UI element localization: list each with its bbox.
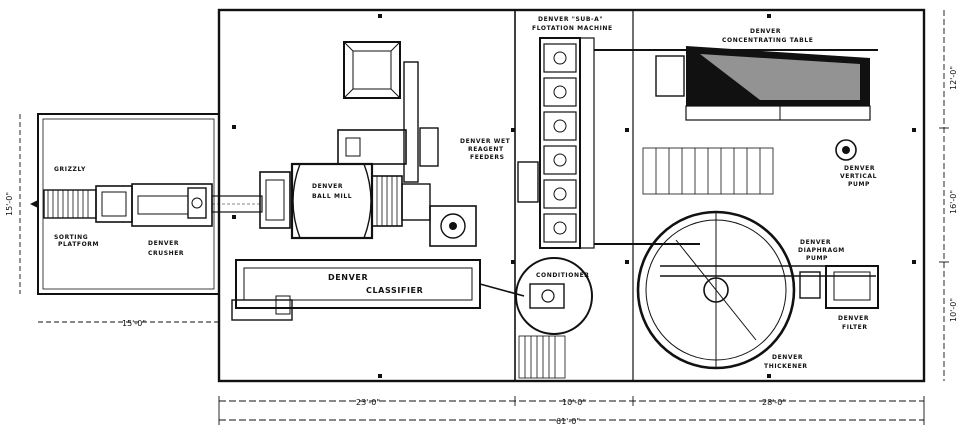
dimension-right-bottom: 10'-0" [949, 298, 958, 322]
diaphragm-pump-label: PUMP [806, 255, 828, 262]
thickener-label: THICKENER [764, 363, 808, 370]
floor-grating [642, 147, 774, 195]
reagent-feeders-label: FEEDERS [470, 154, 505, 161]
pump-label: DENVER [844, 165, 875, 172]
dimension-lines [19, 10, 949, 425]
feeder-bin [343, 41, 401, 99]
classifier [231, 259, 481, 321]
thickener-label: DENVER [772, 354, 803, 361]
sorting-platform-label: SORTING [54, 234, 88, 241]
flotation-machine [517, 37, 595, 249]
classifier-label: CLASSIFIER [366, 286, 423, 295]
dimension-right-top: 12'-0" [949, 66, 958, 90]
dimension-left-height: 15'-0" [5, 192, 14, 216]
flotation-label: FLOTATION MACHINE [532, 25, 613, 32]
dimension-span-c: 28'-0" [762, 398, 786, 407]
vertical-pump [835, 139, 857, 161]
pump-label: PUMP [848, 181, 870, 188]
column-markers [232, 14, 916, 378]
reagent-feeders-label: REAGENT [468, 146, 504, 153]
concentrating-table [655, 46, 871, 121]
conditioner-label: CONDITIONER [536, 272, 590, 279]
diaphragm-pump-label: DIAPHRAGM [798, 247, 845, 254]
thickener [636, 210, 876, 370]
flotation-label: DENVER "SUB-A" [538, 16, 603, 23]
dimension-span-b: 10'-0" [562, 398, 586, 407]
grizzly [43, 185, 133, 223]
filter [825, 265, 879, 309]
crusher-label: DENVER [148, 240, 179, 247]
table-label: CONCENTRATING TABLE [722, 37, 813, 44]
dimension-total: 61'-0" [556, 417, 580, 426]
pump-label: VERTICAL [840, 173, 877, 180]
filter-label: DENVER [838, 315, 869, 322]
filter-label: FILTER [842, 324, 868, 331]
reagent-feeders-label: DENVER WET [460, 138, 511, 145]
diaphragm-pump-label: DENVER [800, 239, 831, 246]
jaw-crusher [131, 183, 213, 227]
belt-conveyor [211, 195, 263, 213]
small-pump [429, 205, 477, 247]
conditioner-tank [515, 257, 593, 335]
grizzly-label: GRIZZLY [54, 166, 86, 173]
crusher-label: CRUSHER [148, 250, 184, 257]
table-label: DENVER [750, 28, 781, 35]
ball-mill [259, 162, 431, 240]
floor-grating [518, 335, 566, 379]
dimension-right-mid: 16'-0" [949, 190, 958, 214]
sorting-platform-label: PLATFORM [58, 241, 99, 248]
dimension-left-width: 15'-0" [122, 319, 146, 328]
ball-mill-label: DENVER [312, 183, 343, 190]
dimension-span-a: 23'-0" [356, 398, 380, 407]
classifier-label: DENVER [328, 273, 368, 282]
ball-mill-label: BALL MILL [312, 193, 352, 200]
